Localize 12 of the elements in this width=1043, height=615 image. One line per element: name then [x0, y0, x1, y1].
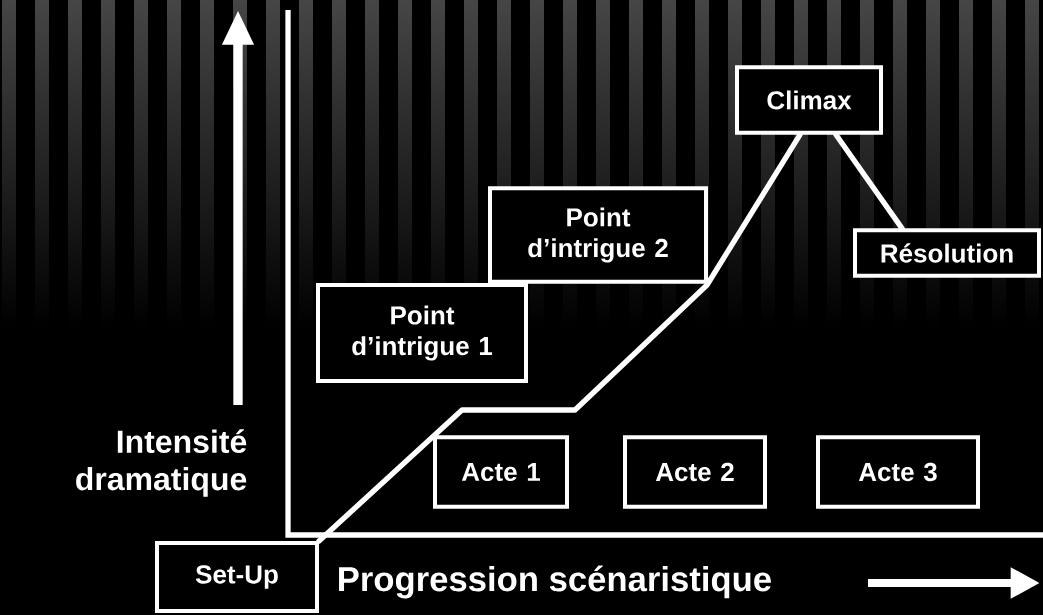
- axis-label: Progression scénaristique: [339, 565, 771, 599]
- text-box: Acte 2: [623, 435, 767, 509]
- text-box: Point d’intrigue 1: [316, 283, 528, 383]
- text-box: Acte 3: [816, 435, 980, 509]
- text-box: Résolution: [853, 228, 1041, 278]
- axis-label: Intensité dramatique: [76, 429, 247, 497]
- text-box: Acte 1: [433, 435, 569, 509]
- text-box: Set-Up: [155, 541, 319, 613]
- text-box: Climax: [735, 65, 883, 135]
- plot-line: [833, 132, 905, 231]
- text-box: Point d’intrigue 2: [488, 186, 708, 284]
- plot-line: [316, 132, 803, 544]
